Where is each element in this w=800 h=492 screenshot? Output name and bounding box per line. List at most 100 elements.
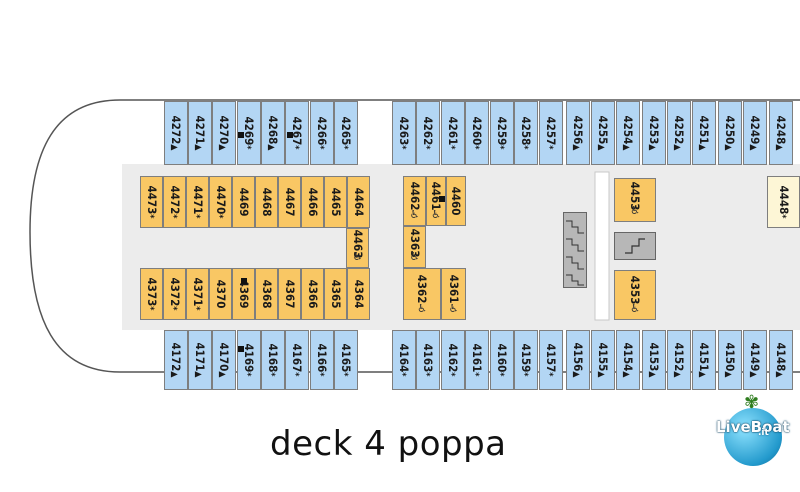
cabin[interactable]: 4249▲ — [743, 101, 767, 165]
cabin[interactable]: 4151▲ — [692, 330, 716, 390]
cabin[interactable]: 4253▲ — [642, 101, 666, 165]
cabin[interactable]: 4252▲ — [667, 101, 691, 165]
cabin[interactable]: 4168* — [261, 330, 285, 390]
cabin[interactable]: 4361♿ — [441, 268, 466, 320]
cabin[interactable]: 4466 — [301, 176, 324, 228]
cabin-suffix: ▲ — [193, 144, 203, 151]
cabin[interactable]: 4154▲ — [616, 330, 640, 390]
cabin[interactable]: 4353♿ — [614, 270, 656, 320]
cabin[interactable]: 4272▲ — [164, 101, 188, 165]
cabin[interactable]: 4463♿ — [346, 228, 369, 268]
cabin[interactable]: 4461♿ — [426, 176, 446, 226]
cabin[interactable]: 4467 — [278, 176, 301, 228]
cabin-suffix: ▲ — [571, 144, 581, 151]
cabin[interactable]: 4149▲ — [743, 330, 767, 390]
cabin[interactable]: 4152▲ — [667, 330, 691, 390]
cabin[interactable]: 4363♿ — [403, 226, 426, 268]
cabin[interactable]: 4255▲ — [591, 101, 615, 165]
cabin[interactable]: 4464 — [347, 176, 370, 228]
cabin[interactable]: 4257* — [539, 101, 563, 165]
cabin[interactable]: 4448* — [767, 176, 800, 228]
cabin[interactable]: 4148▲ — [769, 330, 793, 390]
cabin-label: 4272▲ — [169, 115, 183, 150]
cabin[interactable]: 4473* — [140, 176, 163, 228]
cabin[interactable]: 4262* — [416, 101, 440, 165]
cabin[interactable]: 4159* — [514, 330, 538, 390]
cabin[interactable]: 4365 — [324, 268, 347, 320]
cabin[interactable]: 4172▲ — [164, 330, 188, 390]
cabin[interactable]: 4366 — [301, 268, 324, 320]
cabin-number: 4468 — [259, 187, 274, 217]
cabin[interactable]: 4161* — [465, 330, 489, 390]
cabin[interactable]: 4248▲ — [769, 101, 793, 165]
cabin[interactable]: 4465 — [324, 176, 347, 228]
cabin[interactable]: 4260* — [465, 101, 489, 165]
cabin[interactable]: 4259* — [490, 101, 514, 165]
cabin[interactable]: 4156▲ — [566, 330, 590, 390]
cabin[interactable]: 4155▲ — [591, 330, 615, 390]
cabin[interactable]: 4471* — [186, 176, 209, 228]
cabin-label: 4148▲ — [774, 342, 788, 377]
cabin[interactable]: 4368 — [255, 268, 278, 320]
cabin-number: 4249 — [748, 115, 762, 145]
cabin[interactable]: 4261* — [441, 101, 465, 165]
cabin-suffix: * — [167, 306, 178, 311]
cabin[interactable]: 4157* — [539, 330, 563, 390]
cabin-number: 4260 — [470, 116, 484, 146]
cabin-number: 4166 — [315, 343, 329, 373]
cabin[interactable]: 4367 — [278, 268, 301, 320]
cabin[interactable]: 4263* — [392, 101, 416, 165]
cabin[interactable]: 4453♿ — [614, 178, 656, 222]
cabin-number: 4361 — [446, 274, 461, 304]
cabin[interactable]: 4373* — [140, 268, 163, 320]
cabin[interactable]: 4269* — [237, 101, 261, 165]
cabin[interactable]: 4470* — [209, 176, 232, 228]
cabin[interactable]: 4362♿ — [403, 268, 441, 320]
cabin[interactable]: 4251▲ — [692, 101, 716, 165]
cabin-label: 4256▲ — [571, 115, 585, 150]
cabin-label: 4251▲ — [697, 115, 711, 150]
accessible-cabin-icon: ♿ — [409, 250, 420, 263]
cabin[interactable]: 4472* — [163, 176, 186, 228]
cabin[interactable]: 4162* — [441, 330, 465, 390]
cabin[interactable]: 4169* — [237, 330, 261, 390]
cabin-label: 4462 — [408, 182, 422, 211]
cabin[interactable]: 4165* — [334, 330, 358, 390]
cabin[interactable]: 4364 — [347, 268, 370, 320]
cabin[interactable]: 4150▲ — [718, 330, 742, 390]
cabin[interactable]: 4171▲ — [188, 330, 212, 390]
cabin[interactable]: 4256▲ — [566, 101, 590, 165]
cabin[interactable]: 4163* — [416, 330, 440, 390]
cabin[interactable]: 4258* — [514, 101, 538, 165]
cabin[interactable]: 4160* — [490, 330, 514, 390]
cabin[interactable]: 4167* — [285, 330, 309, 390]
liveboat-logo: ✾ LiveBoat .it — [714, 392, 796, 474]
cabin-label: 4157* — [544, 343, 558, 376]
cabin-number: 4270 — [217, 115, 231, 145]
cabin[interactable]: 4164* — [392, 330, 416, 390]
cabin[interactable]: 4372* — [163, 268, 186, 320]
cabin[interactable]: 4270▲ — [212, 101, 236, 165]
cabin[interactable]: 4371* — [186, 268, 209, 320]
cabin[interactable]: 4271▲ — [188, 101, 212, 165]
cabin[interactable]: 4460 — [446, 176, 466, 226]
cabin[interactable]: 4254▲ — [616, 101, 640, 165]
cabin[interactable]: 4469 — [232, 176, 255, 228]
cabin[interactable]: 4468 — [255, 176, 278, 228]
cabin[interactable]: 4153▲ — [642, 330, 666, 390]
cabin-number: 4163 — [421, 343, 435, 373]
cabin-number: 4157 — [544, 343, 558, 373]
cabin[interactable]: 4166* — [310, 330, 334, 390]
cabin[interactable]: 4462♿ — [403, 176, 426, 226]
cabin[interactable]: 4266* — [310, 101, 334, 165]
cabin[interactable]: 4370 — [209, 268, 232, 320]
cabin-label: 4169* — [242, 343, 256, 376]
cabin-suffix: * — [339, 372, 349, 377]
cabin[interactable]: 4170▲ — [212, 330, 236, 390]
cabin-number: 4254 — [621, 115, 635, 145]
cabin-label: 4166* — [315, 343, 329, 376]
cabin[interactable]: 4268▲ — [261, 101, 285, 165]
cabin[interactable]: 4265* — [334, 101, 358, 165]
cabin[interactable]: 4250▲ — [718, 101, 742, 165]
cabin[interactable]: 4369 — [232, 268, 255, 320]
